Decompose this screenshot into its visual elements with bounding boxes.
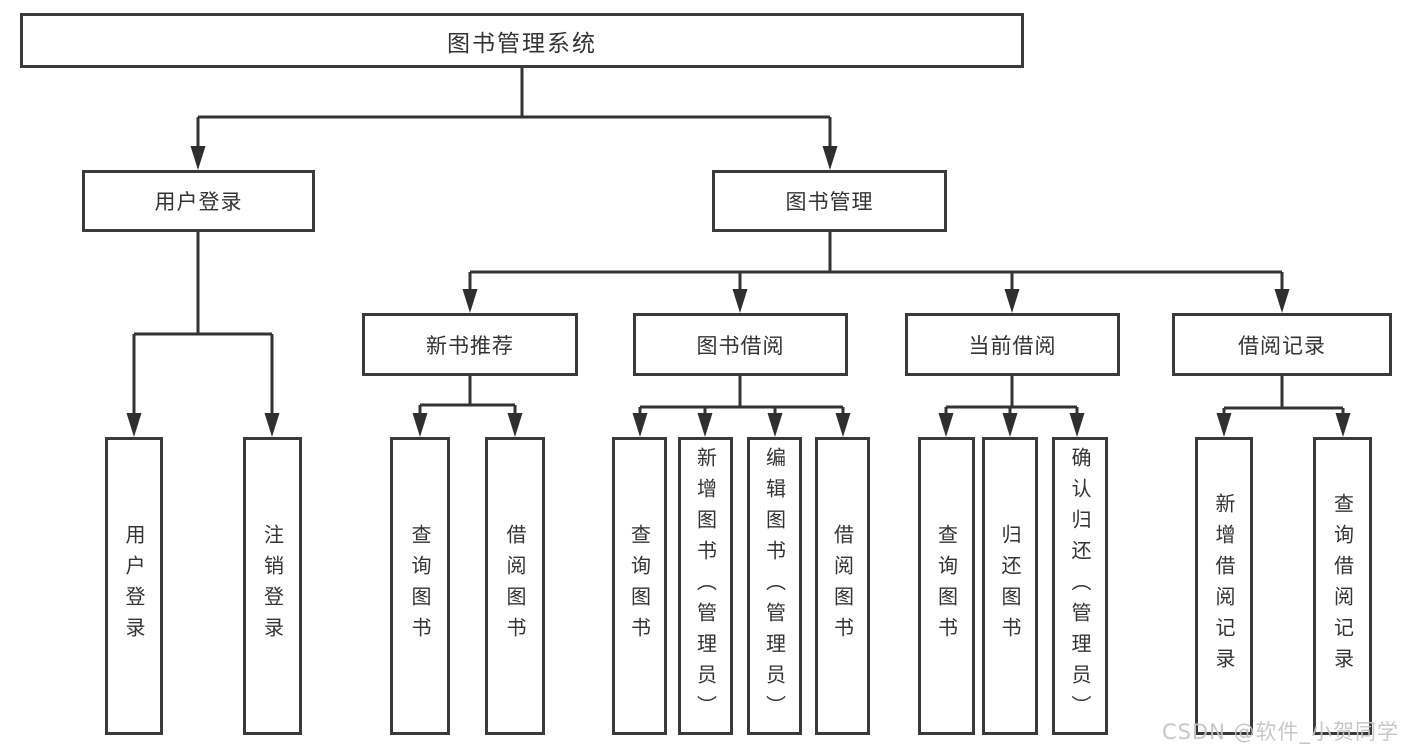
node-return-books: 归还图书 [982, 437, 1038, 735]
connector-bookmgmt-to-level3 [468, 232, 1284, 293]
node-borrowing-records: 借阅记录 [1172, 313, 1392, 376]
node-logout-leaf: 注销登录 [243, 437, 302, 735]
node-book-management: 图书管理 [712, 170, 947, 232]
node-label: 新增借阅记录 [1212, 493, 1236, 679]
node-label: 图书管理系统 [447, 30, 597, 57]
node-confirm-return-admin: 确认归还（管理员） [1052, 437, 1108, 735]
node-book-borrowing: 图书借阅 [633, 313, 848, 376]
node-label: 确认归还（管理员） [1068, 446, 1092, 726]
node-label: 用户登录 [154, 190, 243, 214]
node-current-borrowing: 当前借阅 [905, 313, 1120, 376]
node-label: 查询图书 [934, 524, 959, 648]
node-add-borrow-record: 新增借阅记录 [1195, 437, 1253, 735]
node-label: 新增图书（管理员） [693, 446, 718, 726]
node-label: 用户登录 [122, 524, 146, 648]
node-borrow-books-2: 借阅图书 [815, 437, 870, 735]
node-query-books-1: 查询图书 [390, 437, 450, 735]
node-label: 借阅记录 [1238, 333, 1326, 358]
node-library-management-system: 图书管理系统 [20, 13, 1024, 68]
node-label: 图书借阅 [696, 333, 785, 358]
node-edit-books-admin: 编辑图书（管理员） [747, 437, 802, 735]
node-label: 新书推荐 [426, 333, 514, 358]
csdn-watermark: CSDN @软件_小贺同学 [1161, 720, 1399, 744]
node-label: 图书管理 [785, 190, 874, 214]
node-label: 注销登录 [260, 524, 285, 648]
node-label: 归还图书 [998, 524, 1022, 648]
connector-currentborrow-to-leaves [944, 376, 1079, 417]
connector-bookborrow-to-leaves [638, 376, 845, 417]
node-label: 查询图书 [627, 524, 652, 648]
node-label: 借阅图书 [830, 524, 855, 648]
connector-borrowrecords-to-leaves [1222, 376, 1345, 417]
node-new-book-recommendation: 新书推荐 [362, 313, 578, 376]
connector-newbooks-to-leaves [418, 376, 517, 417]
node-user-login: 用户登录 [82, 170, 315, 232]
connector-root-to-level2 [196, 68, 832, 150]
node-label: 编辑图书（管理员） [762, 446, 787, 726]
node-query-borrow-record: 查询借阅记录 [1313, 437, 1372, 735]
node-query-books-2: 查询图书 [612, 437, 667, 735]
node-query-books-3: 查询图书 [918, 437, 975, 735]
connector-userlogin-to-leaves [132, 232, 274, 417]
node-label: 当前借阅 [968, 333, 1057, 358]
node-user-login-leaf: 用户登录 [105, 437, 163, 735]
node-label: 查询图书 [408, 524, 432, 648]
node-label: 查询借阅记录 [1330, 493, 1355, 679]
node-add-books-admin: 新增图书（管理员） [678, 437, 733, 735]
node-borrow-books-1: 借阅图书 [485, 437, 545, 735]
node-label: 借阅图书 [503, 524, 527, 648]
